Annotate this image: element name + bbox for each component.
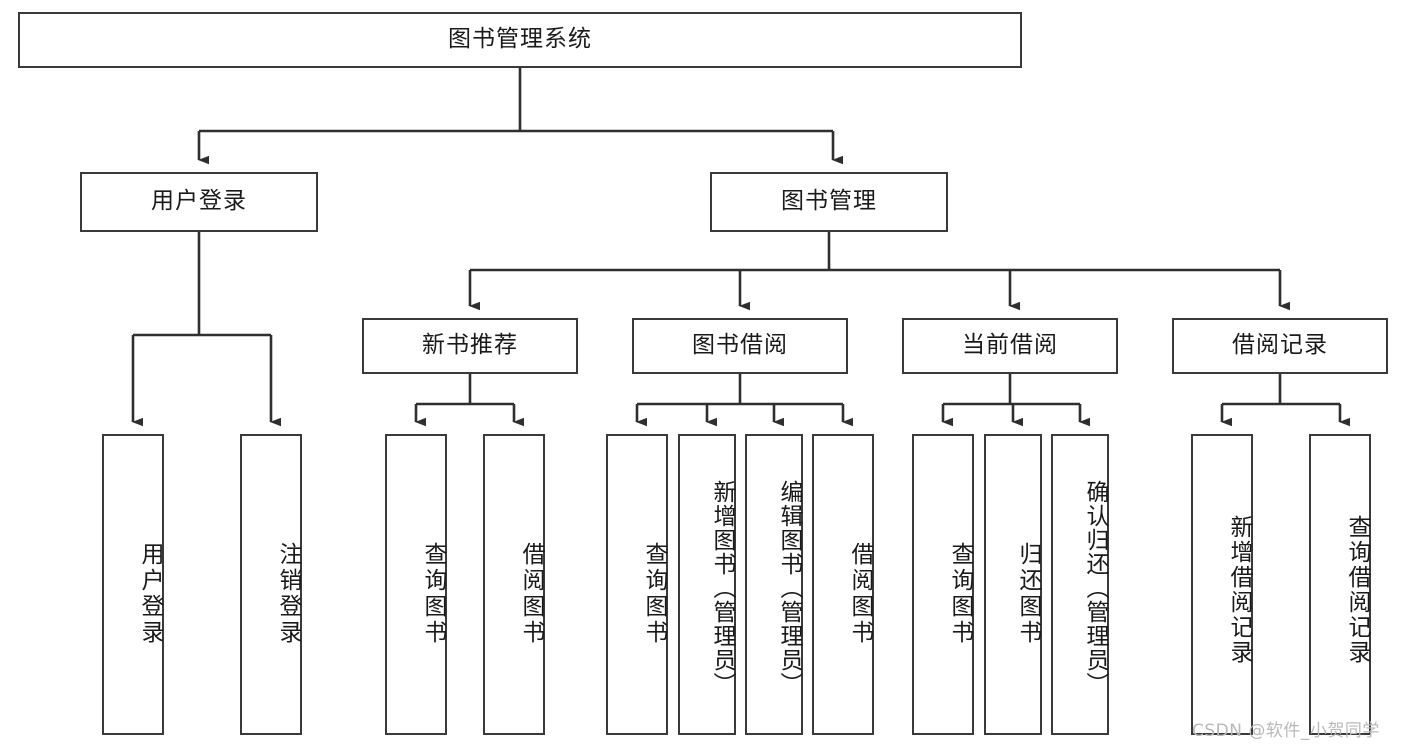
node-current-borrow[interactable]: 当前借阅 (902, 318, 1118, 374)
leaf-user-login-label: 用户登录 (137, 541, 163, 646)
leaf-logout[interactable]: 注销登录 (240, 434, 302, 735)
leaf-query-book-recommend[interactable]: 查询图书 (385, 434, 447, 735)
node-current-borrow-label: 当前借阅 (962, 332, 1058, 359)
leaf-edit-book-admin-label: 编辑图书（管理员） (776, 479, 802, 696)
node-book-borrow[interactable]: 图书借阅 (632, 318, 848, 374)
leaf-return-book-label: 归还图书 (1015, 541, 1041, 646)
node-book-management-label: 图书管理 (781, 188, 877, 215)
node-root[interactable]: 图书管理系统 (18, 12, 1022, 68)
leaf-query-book-current-label: 查询图书 (947, 541, 973, 646)
leaf-confirm-return-admin[interactable]: 确认归还（管理员） (1051, 434, 1109, 735)
leaf-query-borrow-record[interactable]: 查询借阅记录 (1309, 434, 1371, 735)
leaf-borrow-book-label: 借阅图书 (847, 541, 873, 646)
leaf-query-book-borrow[interactable]: 查询图书 (606, 434, 668, 735)
leaf-borrow-book-recommend[interactable]: 借阅图书 (483, 434, 545, 735)
leaf-query-book-borrow-label: 查询图书 (641, 541, 667, 646)
leaf-borrow-book-recommend-label: 借阅图书 (518, 541, 544, 646)
leaf-add-book-admin-label: 新增图书（管理员） (709, 479, 735, 696)
node-root-label: 图书管理系统 (448, 26, 592, 53)
leaf-borrow-book[interactable]: 借阅图书 (812, 434, 874, 735)
node-book-management[interactable]: 图书管理 (710, 172, 948, 232)
leaf-add-borrow-record[interactable]: 新增借阅记录 (1191, 434, 1253, 735)
leaf-edit-book-admin[interactable]: 编辑图书（管理员） (745, 434, 803, 735)
node-borrow-record-label: 借阅记录 (1232, 332, 1328, 359)
node-borrow-record[interactable]: 借阅记录 (1172, 318, 1388, 374)
node-user-login[interactable]: 用户登录 (80, 172, 318, 232)
leaf-query-book-current[interactable]: 查询图书 (912, 434, 974, 735)
leaf-query-borrow-record-label: 查询借阅记录 (1344, 514, 1370, 665)
csdn-watermark: CSDN @软件_小贺同学 (1192, 721, 1380, 741)
node-new-book-recommend-label: 新书推荐 (422, 332, 518, 359)
node-user-login-label: 用户登录 (151, 188, 247, 215)
node-new-book-recommend[interactable]: 新书推荐 (362, 318, 578, 374)
leaf-logout-label: 注销登录 (275, 541, 301, 646)
node-book-borrow-label: 图书借阅 (692, 332, 788, 359)
leaf-return-book[interactable]: 归还图书 (984, 434, 1042, 735)
leaf-add-borrow-record-label: 新增借阅记录 (1226, 514, 1252, 665)
leaf-user-login[interactable]: 用户登录 (102, 434, 164, 735)
leaf-add-book-admin[interactable]: 新增图书（管理员） (678, 434, 736, 735)
leaf-query-book-recommend-label: 查询图书 (420, 541, 446, 646)
leaf-confirm-return-admin-label: 确认归还（管理员） (1082, 479, 1108, 696)
